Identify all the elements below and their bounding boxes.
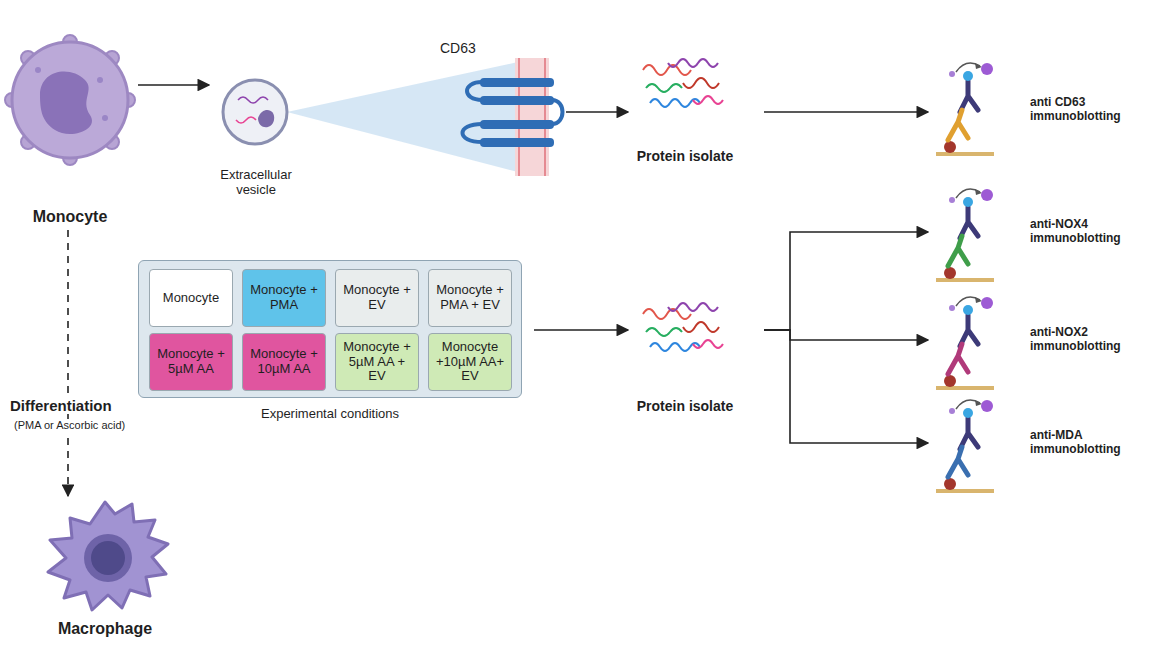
node-text: Extracellular vesicle xyxy=(211,168,301,198)
node-text: Macrophage xyxy=(58,620,152,638)
antibody-illustration xyxy=(936,297,994,388)
antibody-illustration xyxy=(936,189,994,280)
condition-cell: Monocyte + PMA xyxy=(242,269,326,327)
node-text: Monocyte + 5µM AA + EV xyxy=(339,340,415,385)
node-text: Protein isolate xyxy=(637,148,733,164)
vesicle-figure: Extracellular vesicle xyxy=(211,76,301,198)
assay-step: anti CD63 immunoblotting xyxy=(930,60,1155,160)
vesicle-illustration xyxy=(223,62,518,172)
condition-cell: Monocyte + 5µM AA + EV xyxy=(335,333,419,391)
monocyte-figure: Monocyte xyxy=(8,36,132,226)
arrow-connector xyxy=(764,111,928,113)
macrophage-figure: Macrophage xyxy=(28,498,182,638)
node-text: Monocyte xyxy=(33,208,108,226)
node-text: CD63 xyxy=(440,40,476,56)
node-text: Protein isolate xyxy=(637,398,733,414)
node-text: anti-MDA immunoblotting xyxy=(1030,429,1142,457)
condition-cell: Monocyte + PMA + EV xyxy=(428,269,512,327)
protein-isolate: Protein isolate xyxy=(630,296,740,414)
node-text: anti-NOX2 immunoblotting xyxy=(1030,326,1142,354)
node-text: Monocyte +10µM AA+ EV xyxy=(432,340,508,385)
protein-strands xyxy=(643,303,723,351)
antibody-illustration xyxy=(936,63,994,154)
step-label: Differentiation xyxy=(8,397,114,414)
conditions-panel: Experimental conditionsMonocyteMonocyte … xyxy=(138,260,522,398)
arrow-connector xyxy=(764,330,928,340)
membrane-protein-illustration xyxy=(463,58,563,176)
node-text: Monocyte + 5µM AA xyxy=(153,347,229,377)
condition-cell: Monocyte +10µM AA+ EV xyxy=(428,333,512,391)
node-text: anti CD63 immunoblotting xyxy=(1030,96,1142,124)
protein-strands xyxy=(643,59,723,107)
assay-step: anti-NOX4 immunoblotting xyxy=(930,187,1155,277)
arrow-connector xyxy=(566,111,628,113)
arrow-connector xyxy=(67,230,69,496)
condition-cell: Monocyte + 5µM AA xyxy=(149,333,233,391)
node-text: Monocyte + PMA xyxy=(246,283,322,313)
condition-cell: Monocyte + EV xyxy=(335,269,419,327)
arrow-connector xyxy=(138,84,209,86)
protein-isolate: Protein isolate xyxy=(630,52,740,164)
antibody-illustration xyxy=(936,400,994,491)
arrow-connector xyxy=(764,232,928,330)
condition-cell: Monocyte xyxy=(149,269,233,327)
node-text: anti-NOX4 immunoblotting xyxy=(1030,218,1142,246)
monocyte-illustration xyxy=(5,35,135,165)
node-text: Experimental conditions xyxy=(139,407,521,422)
assay-step: anti-MDA immunoblotting xyxy=(930,398,1155,488)
node-text: Monocyte + PMA + EV xyxy=(432,283,508,313)
macrophage-illustration xyxy=(48,502,168,610)
condition-cell: Monocyte + 10µM AA xyxy=(242,333,326,391)
node-text: Monocyte + 10µM AA xyxy=(246,347,322,377)
node-text: Monocyte xyxy=(163,291,219,306)
step-note: (PMA or Ascorbic acid) xyxy=(12,419,127,432)
assay-step: anti-NOX2 immunoblotting xyxy=(930,295,1155,385)
arrow-connector xyxy=(534,329,628,331)
marker-protein: CD63 xyxy=(418,36,560,182)
arrow-connector xyxy=(764,330,928,443)
node-text: Monocyte + EV xyxy=(339,283,415,313)
